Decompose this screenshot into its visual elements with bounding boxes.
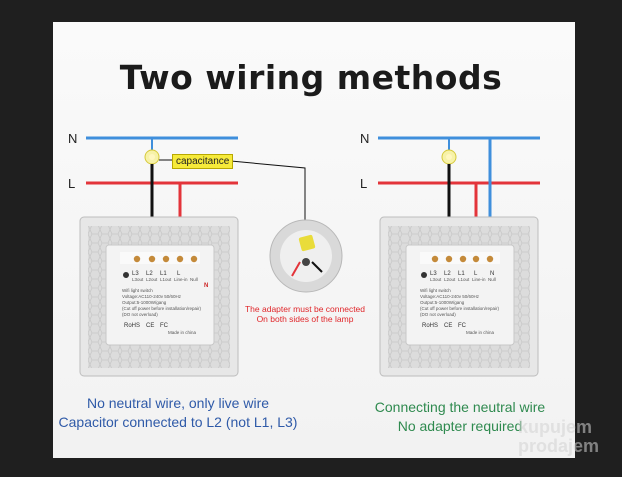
spec-line: (Cut off power before installation/repai… [122, 306, 201, 311]
spec-line: (DO not overload) [420, 312, 456, 317]
terminal-label: L1 [458, 271, 465, 277]
terminal-small-label: L2out [444, 277, 456, 282]
terminal-label: L3 [132, 271, 139, 277]
adapter-note-line: On both sides of the lamp [256, 314, 354, 324]
terminal-label: L [474, 271, 478, 277]
made-in-label: Made in china [168, 330, 197, 335]
spec-line: Output:5-1000W/gang [122, 300, 167, 305]
adapter-note: The adapter must be connected On both si… [236, 304, 374, 324]
left-switch: L3 L2 L1 L N L3out L2out L1out Line-in N… [79, 216, 239, 377]
terminal-small-label: L3out [430, 277, 442, 282]
adapter-note-line: The adapter must be connected [244, 304, 366, 314]
left-caption-line: No neutral wire, only live wire [86, 395, 270, 411]
terminal-small-label: L1out [160, 277, 172, 282]
right-caption-line: Connecting the neutral wire [374, 399, 546, 415]
terminal-label: L [177, 271, 181, 277]
right-caption-line: No adapter required [397, 418, 523, 434]
spec-line: Wifi light switch [420, 288, 451, 293]
terminal-small-label: L2out [146, 277, 158, 282]
adapter-wire [219, 159, 306, 222]
right-caption: Connecting the neutral wire No adapter r… [350, 398, 570, 436]
diagram-title: Two wiring methods [119, 58, 503, 97]
right-lamp-icon [441, 149, 457, 165]
left-caption: No neutral wire, only live wire Capacito… [48, 394, 308, 432]
spec-line: Voltage:AC110-240v 50/60Hz [420, 294, 480, 299]
rohs-mark: RoHS [124, 323, 140, 329]
fc-mark: FC [160, 323, 169, 329]
right-l-label: L [360, 176, 368, 191]
terminal-label: L2 [146, 271, 153, 277]
spec-line: Output:5-1000W/gang [420, 300, 465, 305]
made-in-label: Made in china [466, 330, 495, 335]
terminal-small-label: Line-in [472, 277, 486, 282]
terminal-label: L2 [444, 271, 451, 277]
left-l-label: L [68, 176, 76, 191]
terminal-small-label: L1out [458, 277, 470, 282]
terminal-small-label: Line-in [174, 277, 188, 282]
spec-line: Voltage:AC110-240v 50/60Hz [122, 294, 182, 299]
terminal-label: L3 [430, 271, 437, 277]
left-lamp-icon [144, 149, 160, 165]
watermark-line: prodajem [518, 436, 600, 456]
adapter-photo [269, 219, 343, 293]
terminal-small-label: Null [488, 277, 496, 282]
rohs-mark: RoHS [422, 323, 438, 329]
ce-mark: CE [146, 323, 154, 329]
watermark-line: kupujem [518, 417, 593, 437]
fc-mark: FC [458, 323, 467, 329]
terminal-label: L1 [160, 271, 167, 277]
terminal-label: N [204, 283, 208, 289]
spec-line: (DO not overload) [122, 312, 158, 317]
capacitance-label: capacitance [172, 154, 234, 169]
ce-mark: CE [444, 323, 452, 329]
right-switch: L3 L2 L1 L N L3out L2out L1out Line-in N… [379, 216, 539, 377]
terminal-small-label: L3out [132, 277, 144, 282]
terminal-small-label: Null [190, 277, 198, 282]
spec-line: Wifi light switch [122, 288, 153, 293]
left-n-label: N [68, 131, 78, 146]
terminal-label: N [490, 271, 494, 277]
watermark: kupujem prodajem [518, 418, 599, 456]
right-n-label: N [360, 131, 370, 146]
spec-line: (Cut off power before installation/repai… [420, 306, 499, 311]
left-caption-line: Capacitor connected to L2 (not L1, L3) [58, 414, 298, 430]
